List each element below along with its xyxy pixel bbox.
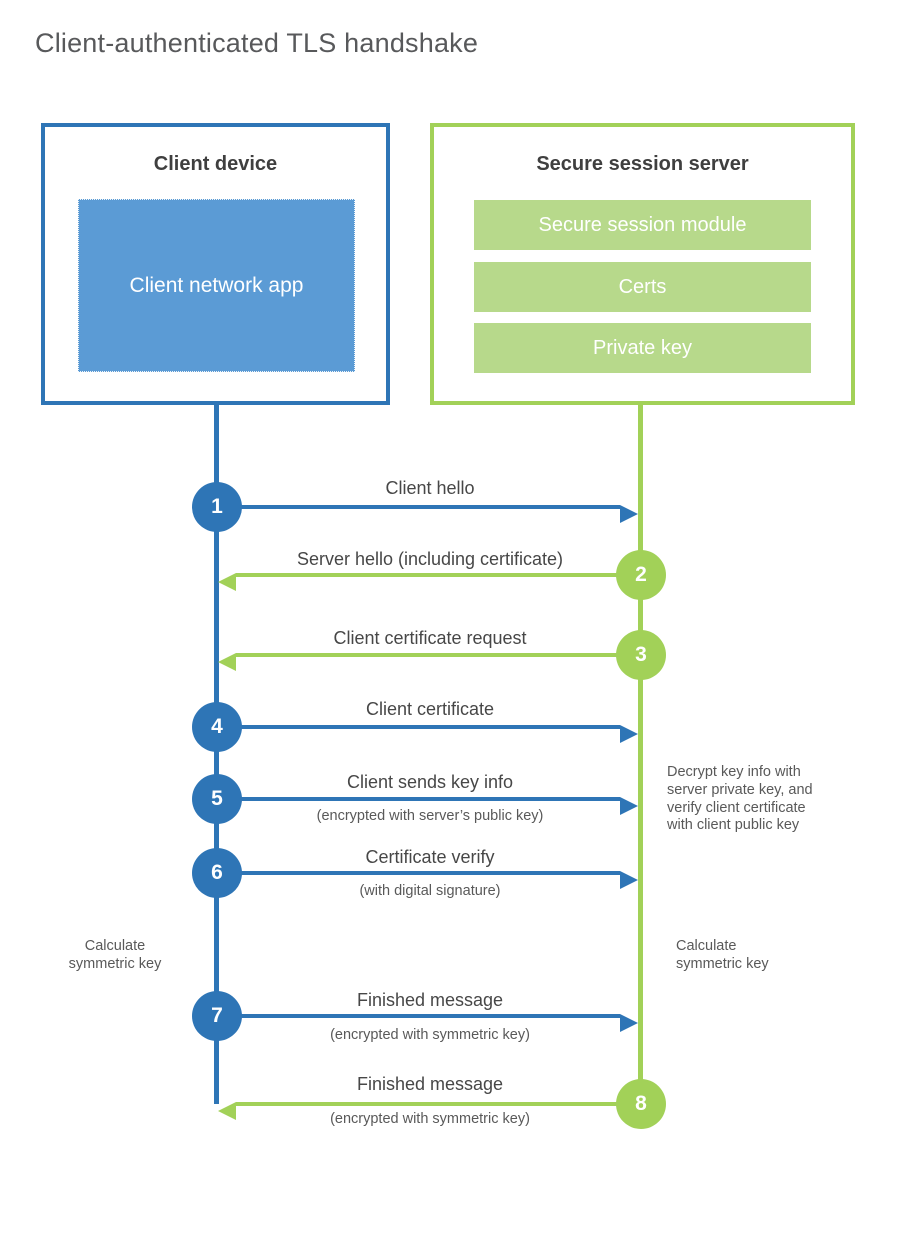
arrow-line	[236, 1102, 618, 1106]
secure-session-server-title: Secure session server	[536, 153, 749, 175]
server-module-label: Private key	[593, 336, 692, 359]
message-sublabel: (encrypted with server’s public key)	[316, 808, 544, 824]
step-badge: 5	[192, 774, 242, 824]
server-module-certs: Certs	[474, 262, 811, 312]
secure-session-server-box: Secure session server Secure session mod…	[430, 123, 855, 405]
arrow-line	[238, 797, 620, 801]
message-sublabel: (with digital signature)	[359, 883, 501, 899]
step-badge: 7	[192, 991, 242, 1041]
calculate-symmetric-key-right: Calculate symmetric key	[676, 938, 769, 973]
step-number: 6	[211, 861, 223, 884]
arrow-line	[238, 871, 620, 875]
step-number: 5	[211, 787, 223, 810]
step-badge: 8	[616, 1079, 666, 1129]
decrypt-note: Decrypt key info with server private key…	[667, 764, 813, 834]
step-badge: 6	[192, 848, 242, 898]
step-badge: 3	[616, 630, 666, 680]
client-device-title: Client device	[153, 153, 278, 175]
message-label: Certificate verify	[365, 847, 495, 867]
step-number: 2	[635, 563, 647, 586]
arrow-left-icon	[218, 1102, 236, 1120]
message-label: Finished message	[356, 1074, 504, 1094]
arrow-line	[236, 573, 618, 577]
arrow-right-icon	[620, 871, 638, 889]
step-number: 3	[635, 643, 647, 666]
step-number: 4	[211, 715, 223, 738]
client-network-app-box: Client network app	[78, 199, 355, 372]
step-number: 7	[211, 1004, 223, 1027]
arrow-right-icon	[620, 725, 638, 743]
arrow-right-icon	[620, 1014, 638, 1032]
message-label: Client certificate request	[333, 628, 527, 648]
page-title: Client-authenticated TLS handshake	[35, 28, 479, 58]
arrow-left-icon	[218, 573, 236, 591]
step-badge: 1	[192, 482, 242, 532]
arrow-line	[236, 653, 618, 657]
client-network-app-label: Client network app	[129, 273, 304, 297]
client-lifeline	[214, 404, 219, 1104]
arrow-line	[238, 725, 620, 729]
message-sublabel: (encrypted with symmetric key)	[330, 1111, 530, 1127]
server-module-label: Secure session module	[538, 213, 747, 236]
arrow-right-icon	[620, 505, 638, 523]
server-lifeline	[638, 404, 643, 1104]
server-module-secure-session: Secure session module	[474, 200, 811, 250]
server-module-private-key: Private key	[474, 323, 811, 373]
arrow-left-icon	[218, 653, 236, 671]
arrow-right-icon	[620, 797, 638, 815]
step-badge: 2	[616, 550, 666, 600]
step-number: 8	[635, 1092, 647, 1115]
message-label: Finished message	[356, 990, 504, 1010]
server-module-label: Certs	[618, 275, 667, 298]
message-label: Client sends key info	[346, 772, 514, 792]
step-number: 1	[211, 495, 223, 518]
calculate-symmetric-key-left: Calculate symmetric key	[68, 938, 162, 973]
arrow-line	[238, 1014, 620, 1018]
message-label: Client hello	[385, 478, 475, 498]
message-label: Server hello (including certificate)	[296, 549, 564, 569]
arrow-line	[238, 505, 620, 509]
message-label: Client certificate	[365, 699, 495, 719]
client-device-box: Client device Client network app	[41, 123, 390, 405]
step-badge: 4	[192, 702, 242, 752]
message-sublabel: (encrypted with symmetric key)	[330, 1027, 530, 1043]
